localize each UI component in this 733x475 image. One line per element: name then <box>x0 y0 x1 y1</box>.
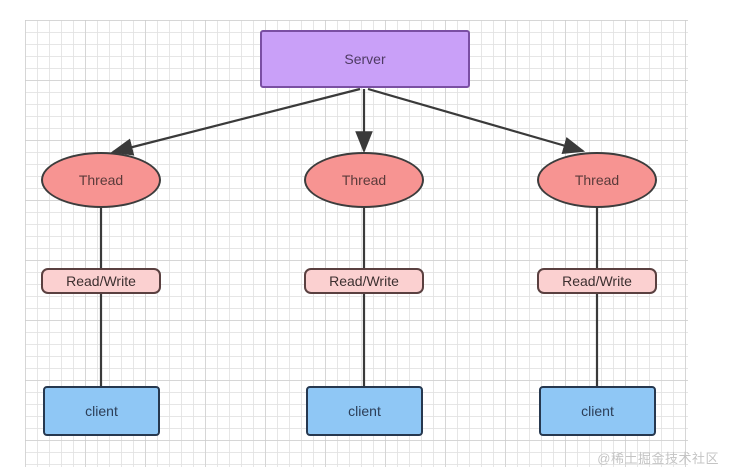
node-thread-3-label: Thread <box>574 172 620 188</box>
node-client-1-label: client <box>85 403 118 419</box>
node-server-label: Server <box>344 51 386 67</box>
node-readwrite-1[interactable]: Read/Write <box>41 268 161 294</box>
node-client-2-label: client <box>348 403 381 419</box>
node-readwrite-2-label: Read/Write <box>329 273 399 289</box>
edge-server-to-thread-3 <box>367 87 586 154</box>
node-thread-1-label: Thread <box>78 172 124 188</box>
node-client-3-label: client <box>581 403 614 419</box>
watermark-label: @稀土掘金技术社区 <box>597 451 719 466</box>
node-client-3[interactable]: client <box>539 386 656 436</box>
node-readwrite-3-label: Read/Write <box>562 273 632 289</box>
node-thread-1[interactable]: Thread <box>41 152 161 208</box>
node-readwrite-1-label: Read/Write <box>66 273 136 289</box>
node-thread-2-label: Thread <box>341 172 387 188</box>
node-server[interactable]: Server <box>260 30 470 88</box>
node-thread-2[interactable]: Thread <box>304 152 424 208</box>
node-client-2[interactable]: client <box>306 386 423 436</box>
node-client-1[interactable]: client <box>43 386 160 436</box>
node-thread-3[interactable]: Thread <box>537 152 657 208</box>
edge-server-to-thread-1 <box>110 87 361 156</box>
node-readwrite-3[interactable]: Read/Write <box>537 268 657 294</box>
node-readwrite-2[interactable]: Read/Write <box>304 268 424 294</box>
